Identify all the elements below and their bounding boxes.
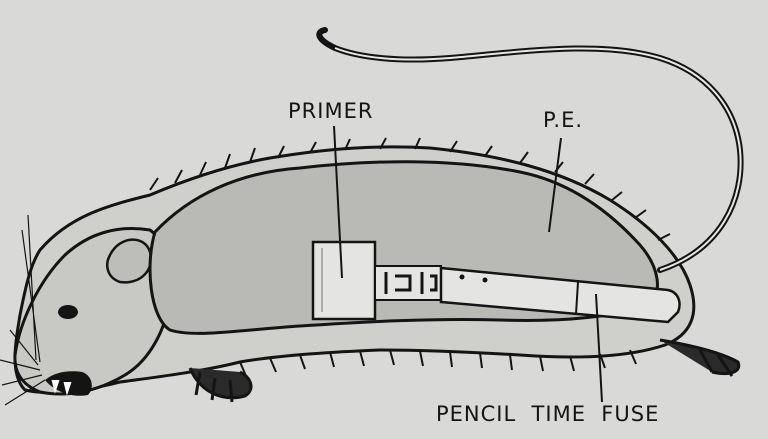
rat-tail-highlight [334,47,742,271]
rat-teeth [51,379,72,396]
fuse-rivet-2 [482,277,488,283]
rat-front-paw [188,367,253,403]
rat-fur-belly [239,349,637,377]
primer-leader-line [333,125,343,279]
primer-label: PRIMER [288,99,374,123]
fuse-rivet-1 [459,274,465,280]
fuse-coupling-marks [384,272,438,294]
rat-hind-paw [659,338,741,377]
pencil-fuse-band [575,281,579,315]
fuse-leader-line [595,293,603,403]
rat-fur-top [149,137,671,241]
pencil-fuse-tube [439,266,681,324]
rat-ear [106,238,153,284]
rat-eye [58,305,78,319]
pe-leader-line [548,137,562,233]
rat-whiskers [0,214,46,406]
pe-label: P.E. [543,108,584,132]
pencil-time-fuse-label: PENCIL TIME FUSE [436,402,660,426]
